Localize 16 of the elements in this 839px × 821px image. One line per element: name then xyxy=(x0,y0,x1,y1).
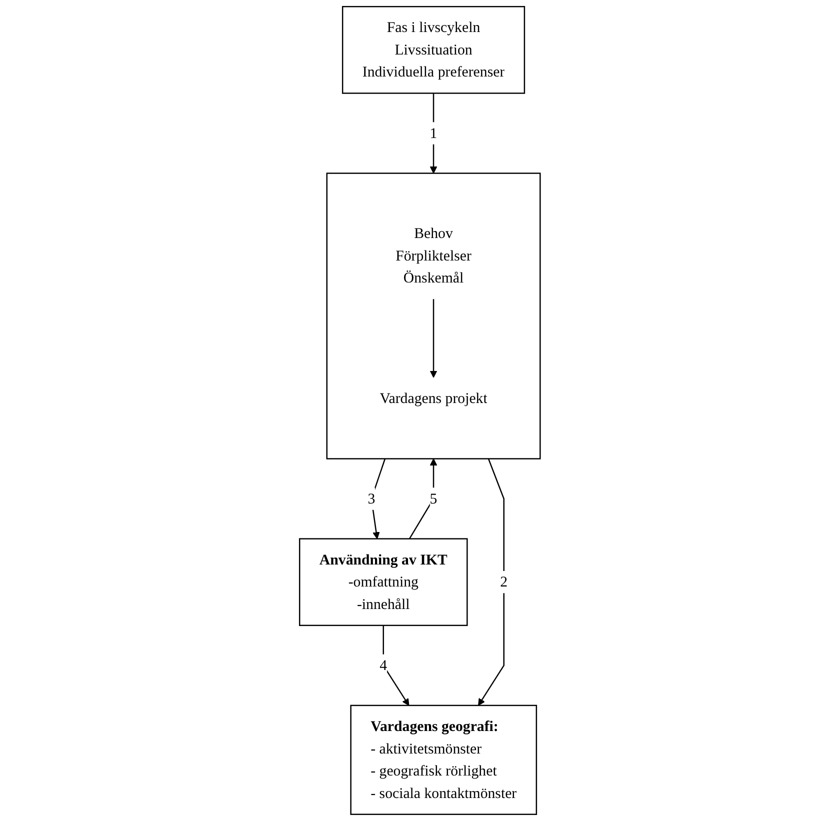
node-box: Fas i livscykeln Livssituation Individuella preferenser xyxy=(342,6,525,94)
node-text: Vardagens projekt xyxy=(379,390,487,406)
edge-label: 4 xyxy=(379,656,387,674)
arrow xyxy=(370,458,386,540)
edge-label: 5 xyxy=(429,490,437,507)
edge-label: 3 xyxy=(367,490,375,507)
cluster xyxy=(326,172,540,460)
node-box: Användning av IKT -omfattning -innehåll xyxy=(298,538,468,626)
edge-label: 2 xyxy=(500,573,508,590)
arrow xyxy=(382,625,409,706)
arrow xyxy=(478,458,504,706)
node-text: Behov Förpliktelser Önskemål xyxy=(395,224,472,286)
arrow xyxy=(408,458,437,540)
node-box: Vardagens geografi: - aktivitetsmönster - geografisk rörlighet - sociala kontaktmönster xyxy=(350,704,537,815)
edge-label: 1 xyxy=(429,124,437,142)
arrow xyxy=(430,299,437,378)
